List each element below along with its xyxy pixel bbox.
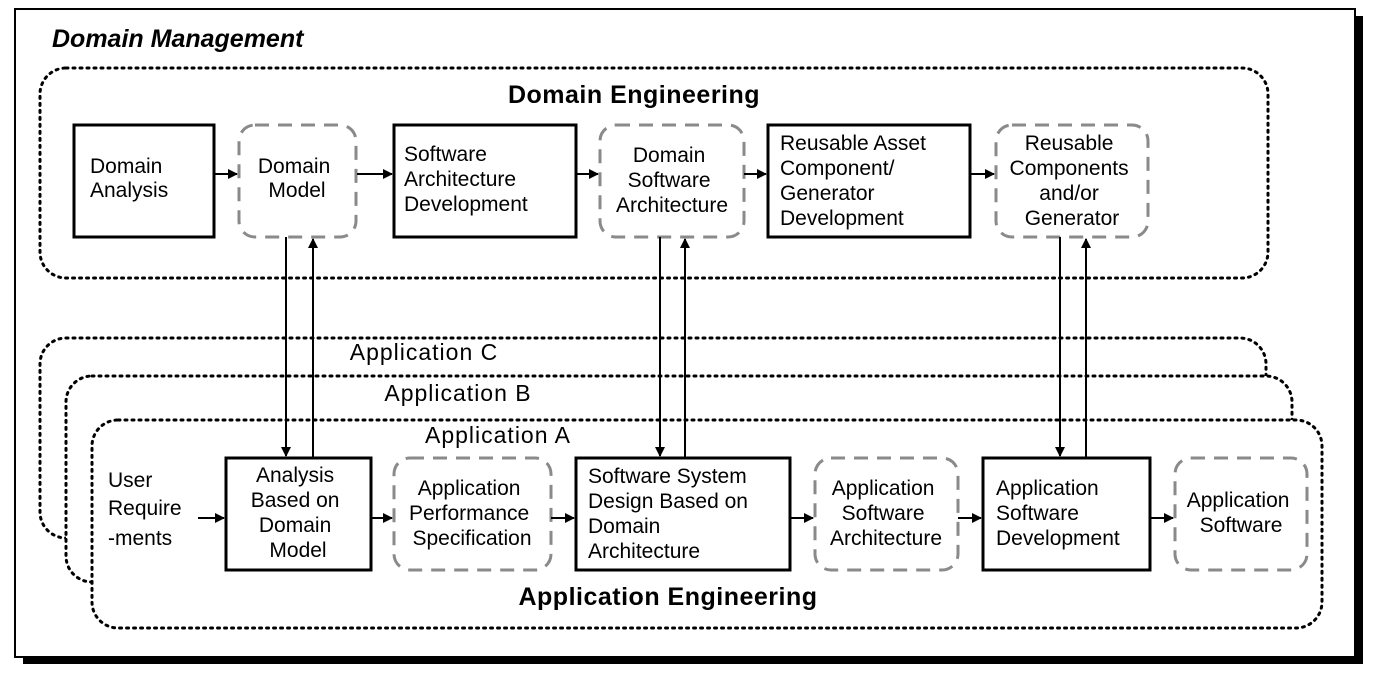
software-system-design-box: Software System Design Based on Domain A… (574, 456, 792, 572)
domain-analysis-box: Domain Analysis (72, 123, 216, 239)
reusable-asset-development-box: Reusable Asset Component/ Generator Deve… (766, 123, 972, 239)
svg-text:Domain Analysis: Domain Analysis (90, 155, 168, 202)
svg-text:Analysis Based on: Analysis Based on Domain Model (251, 464, 346, 562)
application-b-label: Application B (384, 380, 531, 406)
svg-text:Domain Model: Domain Model (258, 155, 336, 202)
svg-text:Application Performance: Application Performance Specification (409, 477, 535, 550)
domain-engineering-title: Domain Engineering (508, 81, 760, 109)
application-engineering-title: Application Engineering (518, 583, 817, 611)
svg-text:Reusable Components: Reusable Components and/or Generator (1010, 132, 1135, 230)
domain-model-box: Domain Model (237, 123, 358, 239)
application-software-development-box: Application Software Development (981, 456, 1152, 572)
svg-text:Application Software: Application Software (1187, 489, 1296, 537)
application-software-box: Application Software (1173, 456, 1309, 572)
svg-text:Software Architecture: Software Architecture Development (404, 143, 528, 216)
application-a-label: Application A (425, 422, 571, 448)
svg-text:Reusable Asset Component: Reusable Asset Component/ Generator Deve… (780, 132, 932, 230)
application-performance-specification-box: Application Performance Specification (392, 456, 553, 572)
reusable-components-box: Reusable Components and/or Generator (994, 123, 1150, 239)
domain-management-title: Domain Management (52, 25, 305, 53)
software-architecture-development-box: Software Architecture Development (392, 123, 578, 239)
analysis-based-on-domain-model-box: Analysis Based on Domain Model (224, 456, 373, 572)
svg-text:Domain Software Ar: Domain Software Architecture (616, 144, 728, 217)
application-software-architecture-box: Application Software Architecture (813, 456, 960, 572)
svg-text:Application Software: Application Software Architecture (830, 477, 942, 550)
svg-text:Application Software: Application Software Development (996, 477, 1120, 550)
application-c-label: Application C (350, 339, 499, 365)
domain-software-architecture-box: Domain Software Architecture (598, 123, 746, 239)
svg-text:Software System Design B: Software System Design Based on Domain A… (588, 465, 754, 563)
user-requirements-label: User Require -ments (108, 469, 187, 550)
